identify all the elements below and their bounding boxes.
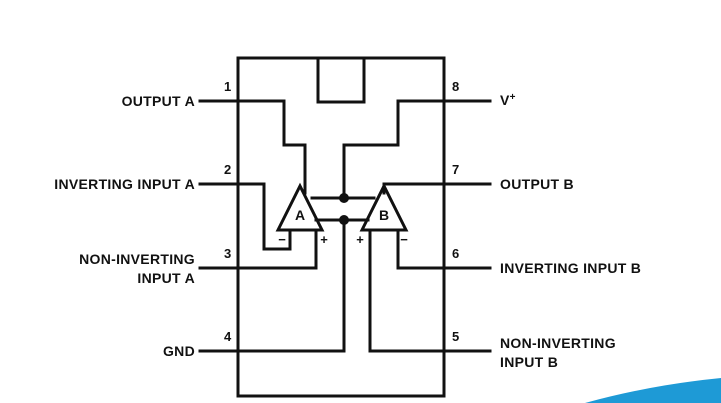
pin-number-5: 5 — [452, 329, 460, 344]
wire-noninverting-a — [236, 228, 318, 270]
wire-inverting-a — [236, 182, 292, 251]
label-noninverting-input-a-line2: INPUT A — [137, 270, 195, 286]
label-gnd: GND — [162, 343, 195, 359]
label-output-b: OUTPUT B — [500, 176, 574, 192]
wire-gnd — [236, 218, 346, 353]
opamp-b-minus: − — [400, 232, 408, 247]
pin-number-4: 4 — [224, 329, 232, 344]
label-noninverting-input-b-line1: NON-INVERTING — [500, 335, 616, 351]
label-inverting-input-a: INVERTING INPUT A — [54, 176, 195, 192]
wire-inverting-b — [396, 228, 446, 270]
label-inverting-input-b: INVERTING INPUT B — [500, 260, 642, 276]
wire-vplus — [342, 99, 446, 200]
wire-output-b — [382, 182, 446, 195]
label-output-a: OUTPUT A — [121, 93, 195, 109]
label-noninverting-input-b-line2: INPUT B — [500, 354, 559, 370]
pin-number-2: 2 — [224, 162, 232, 177]
pin-number-3: 3 — [224, 246, 232, 261]
junction-dot-lower — [339, 215, 349, 225]
pin-number-8: 8 — [452, 79, 460, 94]
opamp-a-label: A — [295, 207, 305, 223]
pin-number-6: 6 — [452, 246, 460, 261]
package-notch — [316, 56, 366, 104]
opamp-a-plus: + — [320, 232, 328, 247]
opamp-b-plus: + — [356, 232, 364, 247]
opamp-b-label: B — [379, 207, 389, 223]
pin-number-1: 1 — [224, 79, 232, 94]
opamp-a-minus: − — [278, 232, 286, 247]
label-vplus: V+ — [500, 91, 516, 109]
label-vplus-superscript: + — [509, 92, 516, 103]
junction-dot-upper — [339, 193, 349, 203]
label-noninverting-input-a-line1: NON-INVERTING — [79, 251, 195, 267]
package-body — [236, 56, 446, 398]
decorative-swoosh — [585, 378, 721, 403]
wire-noninverting-b — [368, 228, 446, 353]
opamp-b-triangle — [359, 182, 409, 232]
opamp-a-triangle — [275, 182, 325, 232]
pin-number-7: 7 — [452, 162, 460, 177]
label-vplus-text: V — [500, 92, 510, 108]
wire-output-a — [236, 99, 307, 195]
